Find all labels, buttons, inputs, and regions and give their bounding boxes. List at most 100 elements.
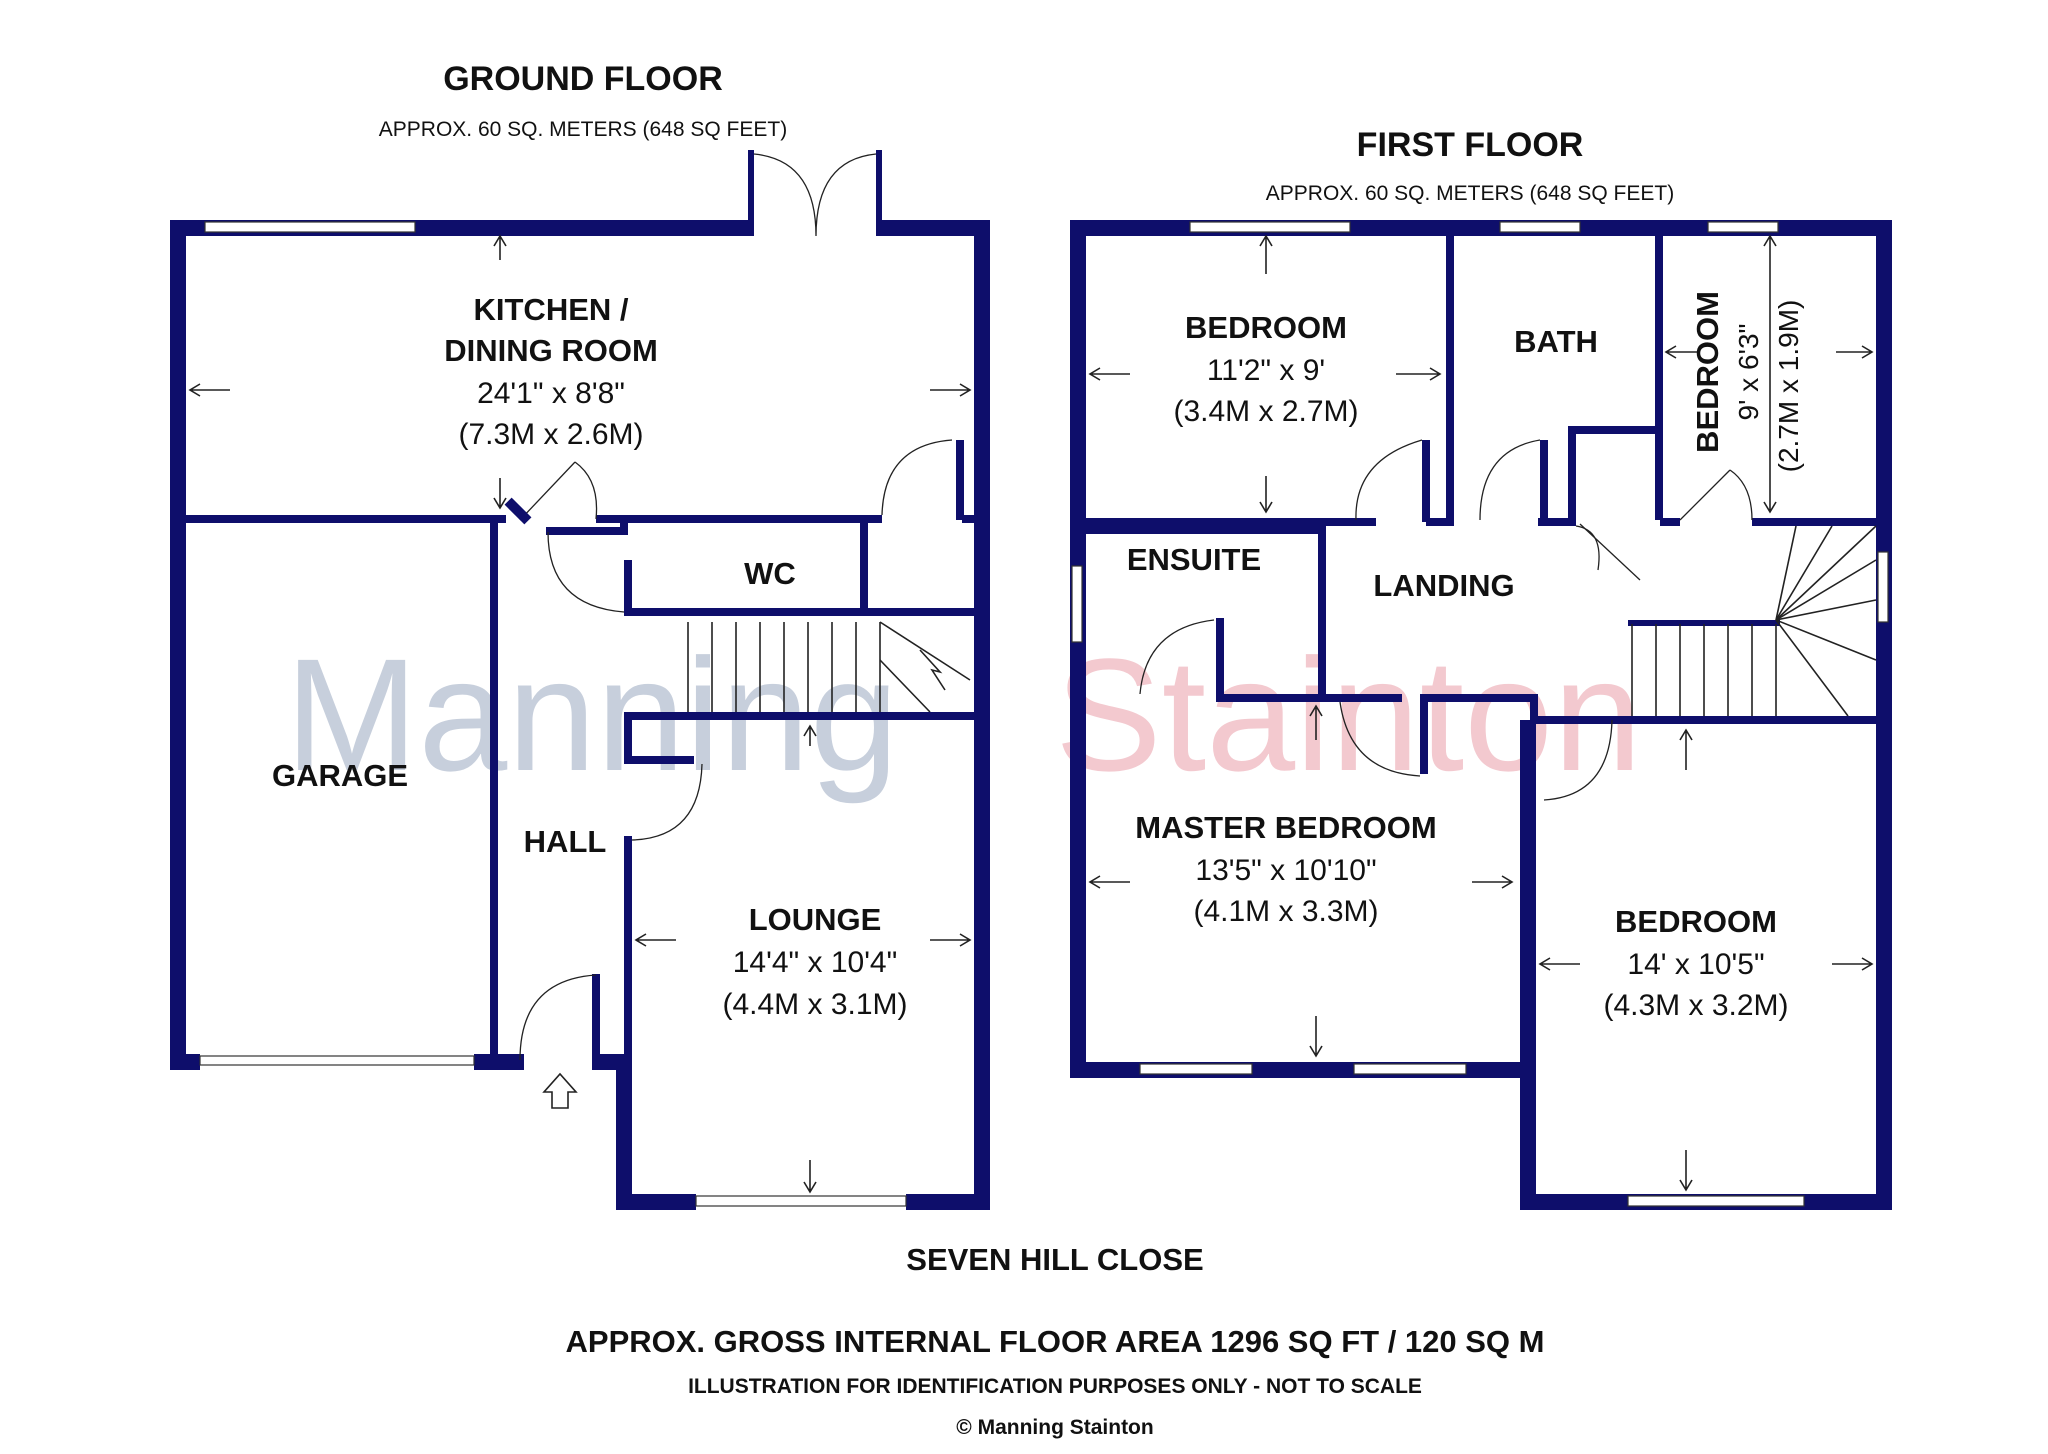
wall xyxy=(748,150,754,236)
room-label: BATH xyxy=(1514,324,1598,359)
room-dimensions: 13'5" x 10'10" xyxy=(1195,854,1376,887)
lounge-door xyxy=(631,763,703,841)
closet-door xyxy=(881,439,953,516)
bath-door xyxy=(1479,439,1541,521)
first-floor-area: APPROX. 60 SQ. METERS (648 SQ FEET) xyxy=(1266,182,1674,205)
room-label: BEDROOM xyxy=(1615,904,1777,939)
room-dimensions-metric: (3.4M x 2.7M) xyxy=(1173,395,1358,428)
wall xyxy=(876,150,882,236)
room-dimensions-metric: (4.3M x 3.2M) xyxy=(1603,989,1788,1022)
room-dimensions: 9' x 6'3" xyxy=(1733,324,1764,421)
wall xyxy=(1446,220,1454,526)
wall xyxy=(1568,426,1576,526)
room-dimensions: 24'1" x 8'8" xyxy=(477,377,625,410)
wall xyxy=(620,515,628,535)
wall xyxy=(624,712,632,762)
ground-floor-title: GROUND FLOOR xyxy=(443,60,723,98)
wall xyxy=(596,515,882,523)
ground-floor-plan: GROUND FLOOR APPROX. 60 SQ. METERS (648 … xyxy=(170,60,990,1210)
bedroom-door xyxy=(1355,439,1423,521)
wall xyxy=(906,1194,990,1210)
room-label: MASTER BEDROOM xyxy=(1135,810,1436,845)
room-label: LANDING xyxy=(1373,568,1514,603)
door-swing xyxy=(574,461,598,520)
wall xyxy=(616,1054,632,1210)
door-leaf xyxy=(1422,440,1430,522)
room-label: BEDROOM xyxy=(1690,291,1725,453)
door-leaf xyxy=(1540,440,1548,522)
room-label: HALL xyxy=(524,824,607,859)
room-label: DINING ROOM xyxy=(444,333,658,368)
staircase xyxy=(687,621,971,713)
wall xyxy=(474,1054,524,1070)
window xyxy=(695,1195,907,1207)
dimension-arrows xyxy=(1088,234,1874,1192)
wall xyxy=(1538,518,1568,526)
wall xyxy=(1655,220,1663,520)
window xyxy=(1353,1063,1467,1075)
room-dimensions-metric: (7.3M x 2.6M) xyxy=(458,418,643,451)
wall xyxy=(974,220,990,1210)
wall xyxy=(1318,526,1326,702)
room-label: WC xyxy=(744,556,796,591)
room-dimensions: 14'4" x 10'4" xyxy=(733,946,898,979)
wall xyxy=(1752,518,1892,526)
room-label: GARAGE xyxy=(272,758,408,793)
room-label: ENSUITE xyxy=(1127,542,1261,577)
wall xyxy=(624,712,979,720)
room-label: KITCHEN / xyxy=(474,292,629,327)
window xyxy=(204,221,416,233)
room-label: LOUNGE xyxy=(749,902,882,937)
wall xyxy=(624,608,979,616)
wall xyxy=(860,515,868,615)
wall xyxy=(1530,694,1538,724)
front-door xyxy=(519,974,597,1061)
wall xyxy=(624,836,632,1061)
wall xyxy=(624,756,694,764)
wall xyxy=(1622,716,1892,724)
wall xyxy=(1530,716,1630,724)
garage-door xyxy=(199,1055,475,1066)
first-floor-title: FIRST FLOOR xyxy=(1357,126,1584,164)
staircase xyxy=(1628,525,1877,717)
wall xyxy=(490,515,498,1055)
copyright: © Manning Stainton xyxy=(956,1416,1153,1439)
wall xyxy=(1086,526,1326,534)
door-leaf xyxy=(956,440,964,520)
wall xyxy=(170,1054,200,1070)
window xyxy=(1189,221,1351,233)
small-bedroom-metric-group: (2.7M x 1.9M) xyxy=(1773,300,1804,473)
wall xyxy=(1070,220,1086,1078)
room-dimensions: 11'2" x 9' xyxy=(1207,354,1325,387)
door-leaf xyxy=(592,974,600,1060)
wall xyxy=(1660,518,1680,526)
window xyxy=(1139,1063,1253,1075)
master-door xyxy=(1339,701,1421,777)
wall xyxy=(546,527,626,535)
door-leaf xyxy=(504,497,532,525)
ensuite-door xyxy=(1139,619,1215,695)
small-bedroom-door xyxy=(1679,469,1731,521)
room-dimensions-metric: (4.1M x 3.3M) xyxy=(1193,895,1378,928)
gross-area: APPROX. GROSS INTERNAL FLOOR AREA 1296 S… xyxy=(566,1324,1545,1359)
wall xyxy=(186,515,506,523)
kitchen-door xyxy=(519,461,576,521)
window xyxy=(1707,221,1779,233)
small-bedroom-dims-group: 9' x 6'3" xyxy=(1733,324,1764,421)
wall xyxy=(624,560,632,616)
wall xyxy=(1568,426,1660,434)
wall xyxy=(1420,694,1538,702)
small-bedroom-label-group: BEDROOM xyxy=(1690,291,1725,453)
wall xyxy=(170,220,186,1070)
wall xyxy=(1420,694,1428,774)
wall xyxy=(1086,518,1376,526)
window xyxy=(1627,1195,1805,1207)
disclaimer: ILLUSTRATION FOR IDENTIFICATION PURPOSES… xyxy=(688,1375,1422,1398)
bedroom-2-door xyxy=(1543,719,1613,801)
ground-floor-area: APPROX. 60 SQ. METERS (648 SQ FEET) xyxy=(379,118,787,141)
wall xyxy=(1216,694,1402,702)
room-dimensions: 14' x 10'5" xyxy=(1627,948,1764,981)
window xyxy=(1071,565,1083,643)
window xyxy=(1877,551,1889,623)
